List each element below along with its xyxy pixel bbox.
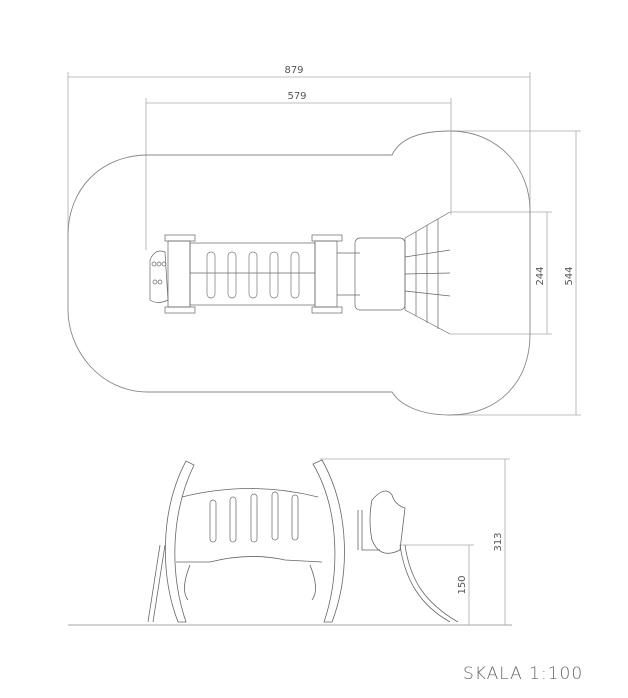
scale-label: SKALA 1:100: [463, 664, 584, 684]
left-arch: [165, 460, 195, 623]
elevation-equipment: [147, 459, 459, 623]
dim-label-879: 879: [284, 65, 303, 76]
dim-label-150: 150: [457, 575, 468, 594]
elevation-dimensions: [68, 458, 512, 626]
ladder: [147, 544, 166, 623]
plan-dimensions: [67, 72, 581, 416]
plan-panel: [149, 250, 169, 303]
dim-label-544: 544: [564, 266, 575, 285]
plan-equipment: [149, 211, 451, 335]
safety-zone-outline: [67, 130, 531, 416]
swing-seats: [209, 491, 299, 543]
dim-label-313: 313: [493, 532, 504, 551]
bridge: [176, 556, 323, 563]
slide: [399, 544, 459, 623]
dim-label-579: 579: [287, 91, 306, 102]
right-arch: [312, 459, 345, 623]
top-bar: [181, 488, 319, 498]
platform-panel: [369, 490, 406, 554]
dim-label-244: 244: [535, 266, 546, 285]
